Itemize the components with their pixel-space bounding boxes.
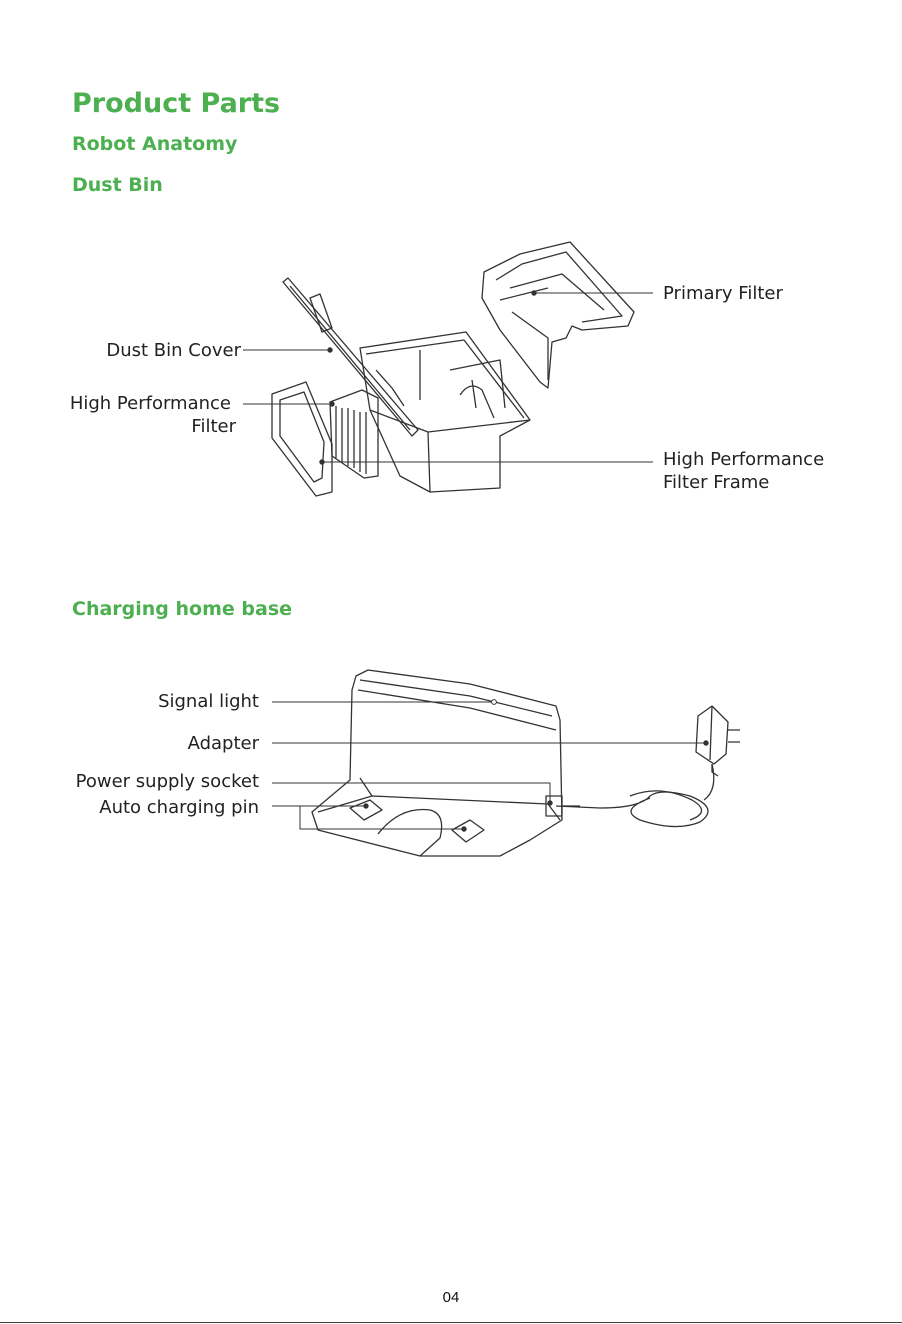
power-socket <box>546 796 580 816</box>
section-robot-anatomy: Robot Anatomy <box>72 133 237 155</box>
page-number: 04 <box>0 1289 902 1306</box>
label-hp-filter-line2: Filter <box>40 415 236 438</box>
label-primary-filter: Primary Filter <box>663 282 783 305</box>
adapter <box>696 706 740 776</box>
bottom-rule <box>0 1322 902 1323</box>
page-title: Product Parts <box>72 88 280 119</box>
primary-filter <box>482 242 634 388</box>
hp-filter-frame <box>272 382 332 496</box>
label-dust-bin-cover: Dust Bin Cover <box>60 339 241 362</box>
label-hp-filter-line1: High Performance <box>40 392 231 415</box>
label-hp-frame-line2: Filter Frame <box>663 471 769 494</box>
label-hp-frame-line1: High Performance <box>663 448 824 471</box>
hp-filter <box>330 390 378 478</box>
label-adapter: Adapter <box>60 732 259 755</box>
power-cable <box>556 764 714 827</box>
base-body <box>312 670 562 856</box>
label-charging-pin: Auto charging pin <box>40 796 259 819</box>
section-dust-bin: Dust Bin <box>72 174 163 196</box>
section-charging-base: Charging home base <box>72 598 292 620</box>
label-signal-light: Signal light <box>60 690 259 713</box>
label-power-socket: Power supply socket <box>40 770 259 793</box>
dust-bin-body <box>360 332 530 492</box>
dust-bin-cover <box>283 278 418 436</box>
